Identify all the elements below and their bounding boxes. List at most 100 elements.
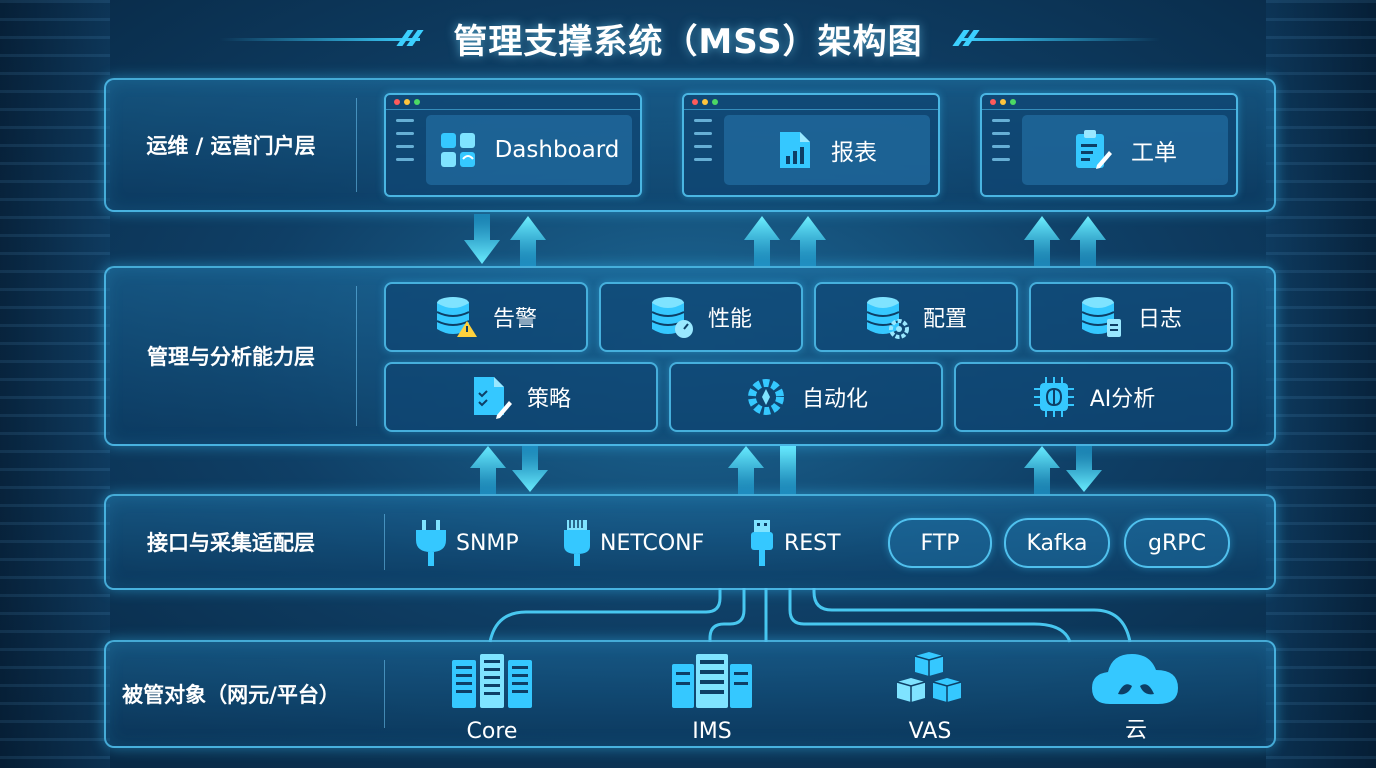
window-dot-red <box>692 99 698 105</box>
pipe-grpc[interactable]: gRPC <box>1124 518 1230 568</box>
portal-window-dashboard[interactable]: Dashboard <box>384 93 642 197</box>
layer-divider <box>384 660 385 728</box>
capability-label: 日志 <box>1137 307 1182 332</box>
layer-divider <box>356 286 357 426</box>
arrow-up <box>790 216 826 266</box>
arrow-up <box>1024 216 1060 266</box>
window-dot-red <box>990 99 996 105</box>
arrow-down <box>1066 446 1102 492</box>
arrow-up <box>1024 446 1060 494</box>
window-dot-yellow <box>1000 99 1006 105</box>
pipe-ftp[interactable]: FTP <box>888 518 992 568</box>
cubes-icon <box>896 652 962 702</box>
clipboard-icon <box>1076 130 1112 169</box>
report-icon <box>780 132 810 168</box>
managed-object-ims[interactable]: IMS <box>652 652 772 744</box>
window-dot-green <box>712 99 718 105</box>
protocol-label: NETCONF <box>600 530 705 556</box>
capability-log[interactable]: 日志 <box>1029 282 1233 352</box>
portal-window-ticket[interactable]: 工单 <box>980 93 1238 197</box>
window-sidebar <box>992 119 1010 171</box>
layer-managed-label: 被管对象（网元/平台） <box>122 683 340 707</box>
window-label-ticket: 工单 <box>1131 140 1177 166</box>
window-dot-green <box>414 99 420 105</box>
window-dot-yellow <box>404 99 410 105</box>
window-content: 工单 <box>1022 115 1228 185</box>
arrow-down <box>464 214 500 264</box>
arrow-stem <box>780 446 796 494</box>
capability-alarm[interactable]: 告警 <box>384 282 588 352</box>
managed-object-cloud[interactable]: 云 <box>1076 652 1196 744</box>
window-sidebar <box>694 119 712 171</box>
database-gauge-icon <box>651 297 693 338</box>
capability-policy[interactable]: 策略 <box>384 362 658 432</box>
layer-analysis: 管理与分析能力层 告警 性能 配置 <box>104 266 1276 446</box>
plug-icon <box>416 520 446 566</box>
capability-automation[interactable]: 自动化 <box>669 362 943 432</box>
capability-label: 性能 <box>707 307 752 332</box>
server-rack-icon <box>452 654 532 708</box>
arrow-up <box>1070 216 1106 266</box>
layer-analysis-label: 管理与分析能力层 <box>147 345 315 369</box>
managed-object-vas[interactable]: VAS <box>870 652 990 744</box>
layer-portal: 运维 / 运营门户层 Dashboard <box>104 78 1276 212</box>
managed-object-label: Core <box>466 719 518 744</box>
server-icon <box>672 654 752 708</box>
ai-chip-icon <box>1033 377 1074 417</box>
capability-label: AI分析 <box>1089 387 1156 412</box>
capability-ai-analysis[interactable]: AI分析 <box>954 362 1233 432</box>
layer-interface-label: 接口与采集适配层 <box>147 531 315 555</box>
pipe-label: Kafka <box>1026 530 1088 556</box>
layer-managed: 被管对象（网元/平台） Core IMS <box>104 640 1276 748</box>
database-alert-icon <box>436 297 477 337</box>
window-content: Dashboard <box>426 115 632 185</box>
title-decoration-left <box>220 38 420 41</box>
window-titlebar <box>684 95 938 110</box>
window-dot-yellow <box>702 99 708 105</box>
arrow-down <box>512 446 548 492</box>
capability-label: 配置 <box>922 307 967 332</box>
capability-label: 自动化 <box>801 387 868 412</box>
managed-object-label: VAS <box>908 719 952 744</box>
protocol-label: SNMP <box>456 530 519 556</box>
pipe-label: FTP <box>920 530 960 556</box>
protocol-snmp[interactable]: SNMP <box>414 518 519 568</box>
database-gear-icon <box>866 297 909 339</box>
window-label-dashboard: Dashboard <box>494 137 620 163</box>
window-sidebar <box>396 119 414 171</box>
protocol-label: REST <box>784 530 841 556</box>
capability-performance[interactable]: 性能 <box>599 282 803 352</box>
pipe-kafka[interactable]: Kafka <box>1004 518 1110 568</box>
managed-object-label: IMS <box>692 719 732 744</box>
arrow-up <box>728 446 764 494</box>
gear-icon <box>747 379 784 415</box>
arrow-up <box>510 216 546 266</box>
layer-interface: 接口与采集适配层 SNMP NETCONF REST FTP <box>104 494 1276 590</box>
protocol-rest[interactable]: REST <box>748 518 841 568</box>
portal-window-report[interactable]: 报表 <box>682 93 940 197</box>
capability-label: 告警 <box>492 307 537 332</box>
capability-label: 策略 <box>526 387 571 412</box>
layer-divider <box>356 98 357 192</box>
dashboard-icon <box>440 133 475 167</box>
connector-icon <box>564 520 590 566</box>
capability-config[interactable]: 配置 <box>814 282 1018 352</box>
layer-divider <box>384 514 385 570</box>
arrow-up <box>744 216 780 266</box>
managed-object-core[interactable]: Core <box>432 652 552 744</box>
arrow-up <box>470 446 506 494</box>
page-title: 管理支撑系统（MSS）架构图 <box>453 22 923 62</box>
layer-portal-label: 运维 / 运营门户层 <box>146 134 316 158</box>
cloud-icon <box>1092 654 1178 704</box>
policy-document-icon <box>473 377 512 419</box>
protocol-netconf[interactable]: NETCONF <box>562 518 704 568</box>
window-titlebar <box>386 95 640 110</box>
window-titlebar <box>982 95 1236 110</box>
managed-object-label: 云 <box>1124 718 1147 743</box>
window-content: 报表 <box>724 115 930 185</box>
database-document-icon <box>1081 297 1121 337</box>
window-label-report: 报表 <box>831 140 877 166</box>
window-dot-green <box>1010 99 1016 105</box>
connection-lines <box>488 588 1132 643</box>
